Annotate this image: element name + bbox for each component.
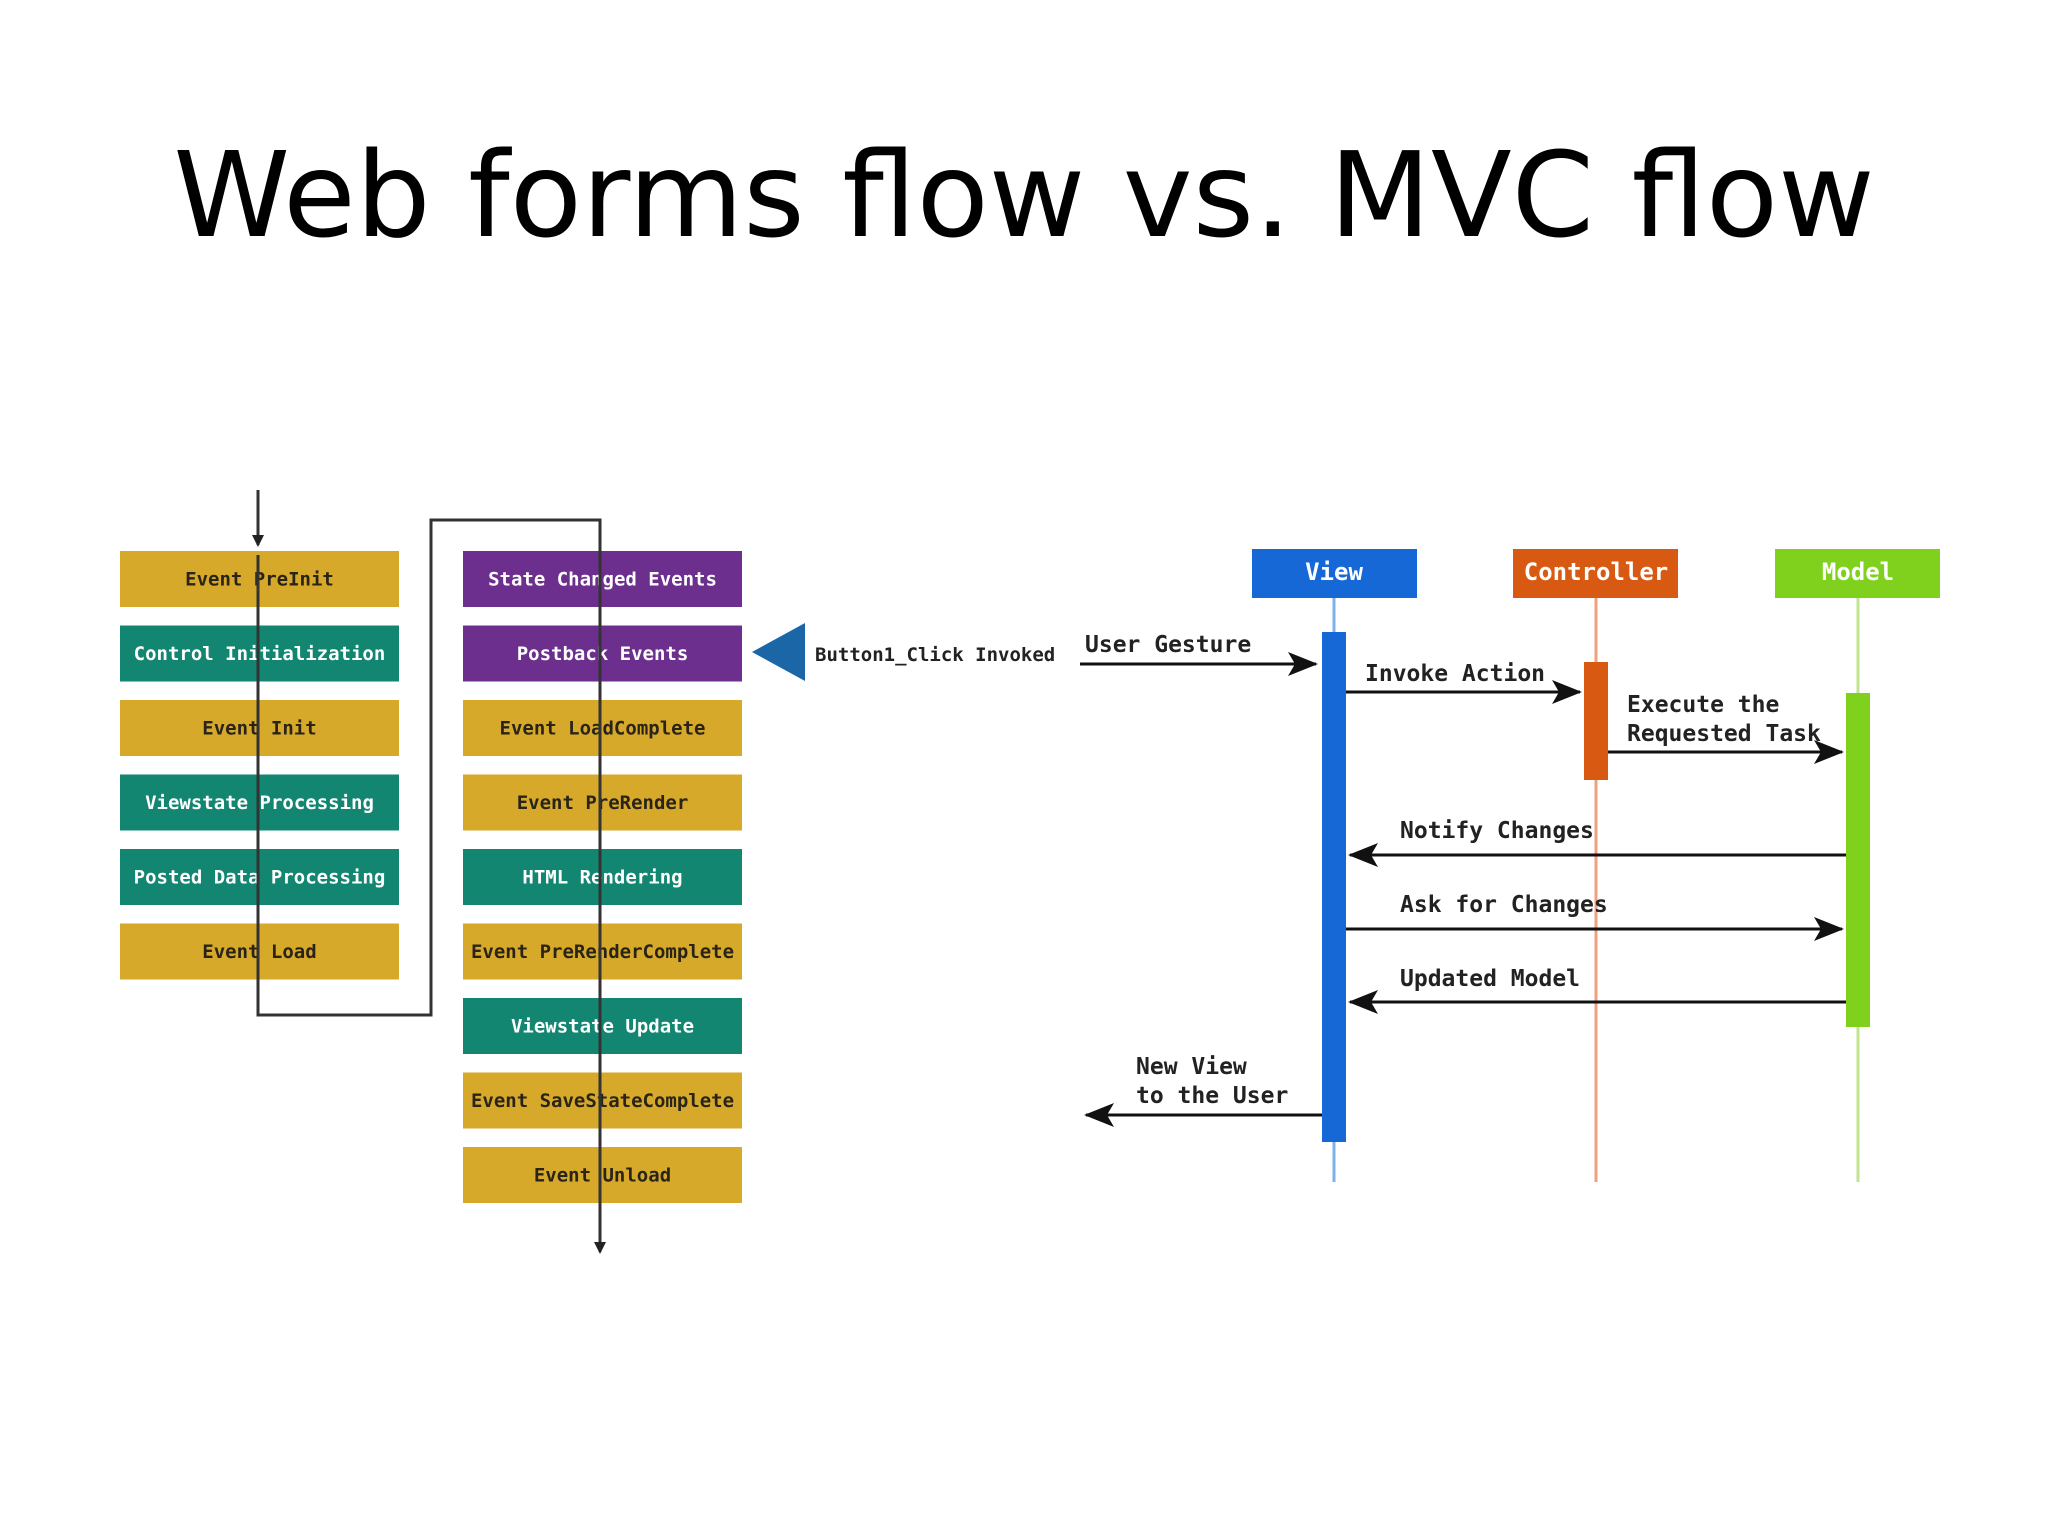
- view-header-label: View: [1305, 558, 1363, 586]
- invoke-action-label: Invoke Action: [1365, 661, 1545, 687]
- box-label-html-rendering: HTML Rendering: [522, 867, 682, 889]
- controller-activation: [1584, 662, 1608, 780]
- box-state-changed-events: [463, 551, 742, 607]
- mvc-flow: View Controller Model User Gesture Invok…: [1080, 549, 1940, 1182]
- button-click-label: Button1_Click Invoked: [815, 644, 1055, 666]
- box-label-postback-events: Postback Events: [517, 643, 689, 665]
- box-event-prerender: [463, 774, 742, 831]
- model-activation: [1846, 693, 1870, 1027]
- box-label-event-prerender: Event PreRender: [517, 792, 689, 814]
- user-gesture-label: User Gesture: [1085, 632, 1251, 658]
- box-label-event-unload: Event Unload: [534, 1165, 671, 1187]
- box-label-event-prerendercomplete: Event PreRenderComplete: [471, 941, 734, 963]
- slide-title: Web forms flow vs. MVC flow: [173, 126, 1875, 264]
- left-column-line: [256, 518, 602, 1250]
- box-viewstate-update: [463, 998, 742, 1054]
- execute-task-label-line2: Requested Task: [1627, 721, 1821, 747]
- controller-header-label: Controller: [1524, 558, 1669, 586]
- box-event-loadcomplete: [463, 700, 742, 756]
- box-html-rendering: [463, 849, 742, 905]
- view-header: [1252, 549, 1417, 598]
- box-event-savestatecomplete: [463, 1072, 742, 1129]
- box-event-unload: [463, 1147, 742, 1203]
- box-label-event-savestatecomplete: Event SaveStateComplete: [471, 1090, 734, 1112]
- view-activation: [1322, 632, 1346, 1142]
- notify-changes-label: Notify Changes: [1400, 818, 1594, 844]
- box-event-prerendercomplete: [463, 923, 742, 980]
- box-label-viewstate-update: Viewstate Update: [511, 1016, 694, 1038]
- new-view-label-line1: New View: [1136, 1054, 1247, 1080]
- new-view-label-line2: to the User: [1136, 1083, 1288, 1109]
- controller-header: [1513, 549, 1678, 598]
- box-label-state-changed-events: State Changed Events: [488, 569, 717, 591]
- model-header-label: Model: [1822, 558, 1894, 586]
- box-postback-events: [463, 625, 742, 682]
- execute-task-label-line1: Execute the: [1627, 692, 1779, 718]
- updated-model-label: Updated Model: [1400, 966, 1580, 992]
- box-label-event-loadcomplete: Event LoadComplete: [500, 718, 706, 740]
- webforms-connector: [252, 490, 606, 1254]
- ask-for-changes-label: Ask for Changes: [1400, 892, 1608, 918]
- button-click-pointer-icon: [752, 623, 805, 681]
- model-header: [1775, 549, 1940, 598]
